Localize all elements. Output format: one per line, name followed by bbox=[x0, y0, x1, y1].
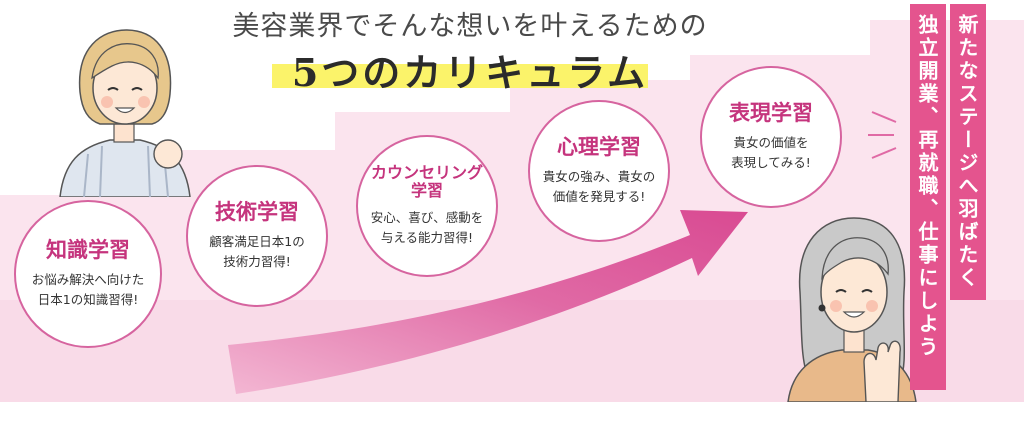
title-highlight bbox=[272, 64, 648, 88]
curriculum-desc-line2: 価値を発見する! bbox=[552, 188, 646, 204]
curriculum-expression: 表現学習 貴女の価値を 表現してみる! bbox=[700, 66, 842, 208]
curriculum-desc-line2: 表現してみる! bbox=[731, 154, 811, 170]
curriculum-title: 表現学習 bbox=[729, 100, 813, 126]
curriculum-title-line1: カウンセリング bbox=[370, 163, 483, 183]
curriculum-desc-line2: 与える能力習得! bbox=[380, 229, 474, 245]
curriculum-title-line2: 学習 bbox=[410, 181, 443, 200]
curriculum-title: 技術学習 bbox=[215, 199, 299, 225]
curriculum-desc-line1: 安心、喜び、感動を bbox=[370, 209, 484, 225]
sparkle-lines-icon bbox=[868, 111, 897, 159]
banner-new-stage: 新たなステージへ羽ばたく bbox=[950, 4, 986, 300]
curriculum-title: 知識学習 bbox=[46, 237, 130, 263]
curriculum-desc-line1: 顧客満足日本1の bbox=[209, 233, 305, 249]
curriculum-desc-line1: 貴女の価値を bbox=[733, 134, 809, 150]
curriculum-desc-line1: 貴女の強み、貴女の bbox=[542, 168, 656, 184]
woman-right-illustration bbox=[787, 217, 917, 402]
curriculum-desc-line1: お悩み解決へ向けた bbox=[31, 271, 145, 287]
curriculum-desc-line2: 日本1の知識習得! bbox=[37, 291, 139, 307]
heading-line1: 美容業界でそんな想いを叶えるための bbox=[232, 11, 708, 42]
woman-left-illustration bbox=[59, 29, 191, 197]
curriculum-title: 心理学習 bbox=[557, 134, 641, 160]
curriculum-psychology: 心理学習 貴女の強み、貴女の 価値を発見する! bbox=[528, 100, 670, 242]
curriculum-desc-line2: 技術力習得! bbox=[223, 253, 291, 269]
curriculum-counseling: カウンセリング 学習 安心、喜び、感動を 与える能力習得! bbox=[356, 135, 498, 277]
curriculum-knowledge: 知識学習 お悩み解決へ向けた 日本1の知識習得! bbox=[14, 200, 162, 348]
curriculum-technique: 技術学習 顧客満足日本1の 技術力習得! bbox=[186, 165, 328, 307]
banner-career: 独立開業、再就職、仕事にしよう bbox=[910, 4, 946, 390]
page-title: 5つのカリキュラム bbox=[291, 50, 649, 95]
